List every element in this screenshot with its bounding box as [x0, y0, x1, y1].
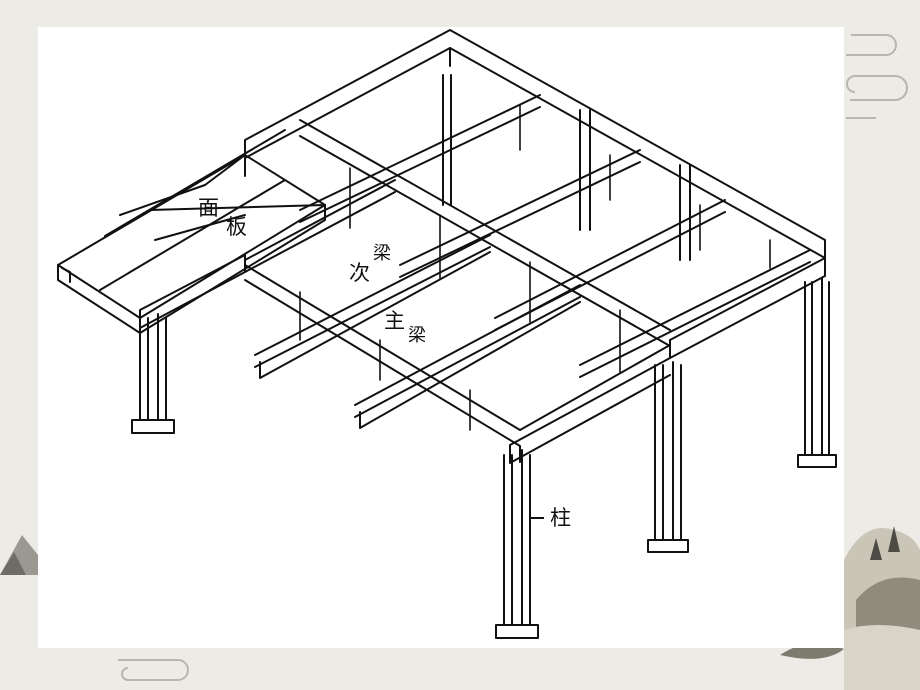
- diagram-panel: 面 板 次 梁 主 梁 柱: [38, 27, 844, 648]
- steel-frame-drawing: [57, 29, 837, 639]
- column: [131, 277, 837, 639]
- label-column: 柱: [550, 506, 571, 530]
- floor-panels: [57, 129, 326, 334]
- label-panel-1: 面: [198, 196, 219, 220]
- mountain-icon: [0, 535, 38, 575]
- main-girders: [139, 29, 826, 464]
- back-columns: [442, 74, 691, 261]
- secondary-beams: [244, 94, 811, 429]
- label-main-beam-2: 梁: [408, 325, 426, 346]
- swirl-cloud-icon: [118, 34, 908, 681]
- label-panel-2: 板: [226, 215, 247, 239]
- label-secondary-beam-1: 次: [349, 261, 370, 285]
- label-secondary-beam-2: 梁: [373, 243, 391, 264]
- column-leader-line: [530, 517, 544, 519]
- stiffeners: [299, 104, 771, 431]
- label-main-beam-1: 主: [384, 309, 405, 333]
